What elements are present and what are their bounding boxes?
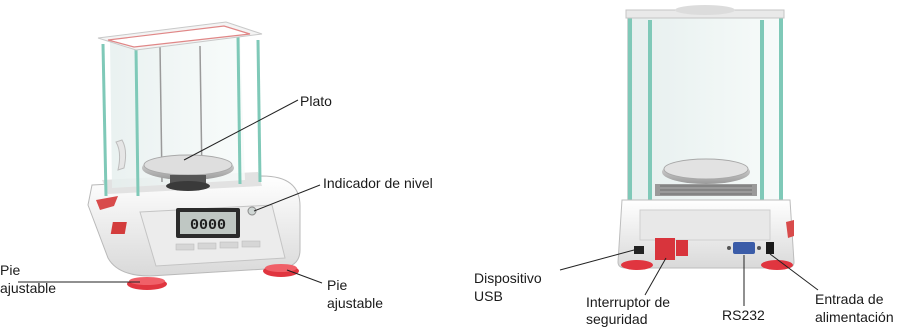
usb-port xyxy=(634,246,644,254)
left-balance-level-bubble xyxy=(247,206,257,216)
leader-switch xyxy=(644,257,667,296)
left-balance-logo xyxy=(110,222,127,234)
leader-power xyxy=(769,253,819,291)
left-balance-display-reading: 0000 xyxy=(190,217,226,234)
label-level-indicator: Indicador de nivel xyxy=(323,175,433,191)
left-balance-display-screen xyxy=(180,212,236,234)
left-balance: 0000 xyxy=(87,21,301,290)
safety-switch xyxy=(655,238,675,260)
right-balance xyxy=(617,5,795,270)
leader-level xyxy=(253,184,321,212)
label-switch-line1: Interruptor de xyxy=(586,294,671,310)
power-input xyxy=(766,242,774,254)
right-balance-glass-edges xyxy=(628,14,783,206)
label-foot-right-line2: ajustable xyxy=(327,295,384,311)
label-foot-right-line1: Pie xyxy=(327,277,348,293)
left-balance-red-accent xyxy=(96,196,118,210)
left-balance-keypad xyxy=(175,240,261,251)
left-balance-glass-back xyxy=(110,34,245,188)
left-balance-glass-edges xyxy=(101,35,262,197)
leader-plate xyxy=(183,99,299,161)
right-balance-foot-left xyxy=(621,260,653,270)
leader-foot-right xyxy=(286,269,323,284)
right-leader-lines xyxy=(559,249,819,306)
label-power-line1: Entrada de xyxy=(815,291,884,307)
label-foot-left-line1: Pie xyxy=(0,262,21,278)
label-usb-line2: USB xyxy=(474,288,503,304)
label-foot-left-line2: ajustable xyxy=(0,280,57,296)
label-usb-line1: Dispositivo xyxy=(474,270,542,286)
label-rs232: RS232 xyxy=(722,307,765,323)
right-balance-foot-right xyxy=(761,260,793,270)
left-leader-lines xyxy=(18,99,323,284)
rs232-port xyxy=(733,242,755,254)
label-power-line2: alimentación xyxy=(815,309,894,325)
label-switch-line2: seguridad xyxy=(586,311,648,327)
label-plate: Plato xyxy=(300,93,332,109)
leader-usb xyxy=(559,249,635,271)
